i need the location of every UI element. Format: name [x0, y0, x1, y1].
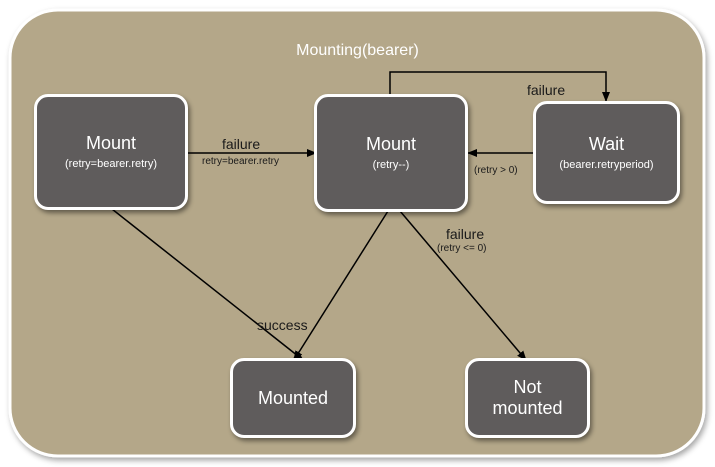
edge-label-retry-to-not-mounted-sub: (retry <= 0)	[437, 243, 487, 254]
edge-label-initial-failure: failure	[222, 136, 261, 152]
edge-retry-to-mounted	[293, 210, 389, 361]
state-not-mounted-title: Not mounted	[492, 377, 563, 418]
state-wait-title: Wait	[588, 133, 625, 154]
container-background	[8, 8, 706, 458]
state-mount-retry-subtitle: (retry--)	[372, 159, 410, 171]
edge-retry-to-wait	[389, 71, 610, 102]
state-not-mounted[interactable]: Not mounted	[465, 358, 590, 438]
edge-label-success: success	[257, 317, 308, 333]
edge-label-wait-to-retry: (retry > 0)	[474, 165, 518, 176]
edge-label-retry-to-not-mounted: failure	[446, 226, 485, 242]
state-mount-retry-title: Mount	[365, 134, 417, 154]
state-mount-initial[interactable]: Mount (retry=bearer.retry)	[34, 94, 188, 210]
state-mount-initial-title: Mount	[85, 133, 137, 153]
edge-initial-to-mounted	[111, 208, 304, 361]
container-title: Mounting(bearer)	[296, 42, 419, 59]
state-mounted[interactable]: Mounted	[230, 358, 356, 438]
state-wait-subtitle: (bearer.retryperiod)	[559, 158, 654, 171]
state-wait[interactable]: Wait (bearer.retryperiod)	[533, 101, 680, 204]
state-mounted-title: Mounted	[257, 387, 329, 408]
state-mount-retry[interactable]: Mount (retry--)	[314, 94, 468, 212]
edge-label-initial-failure-sub: retry=bearer.retry	[202, 156, 279, 167]
edge-label-retry-to-wait: failure	[527, 82, 566, 98]
edge-retry-to-not-mounted	[399, 210, 527, 361]
state-mount-initial-subtitle: (retry=bearer.retry)	[65, 158, 157, 170]
